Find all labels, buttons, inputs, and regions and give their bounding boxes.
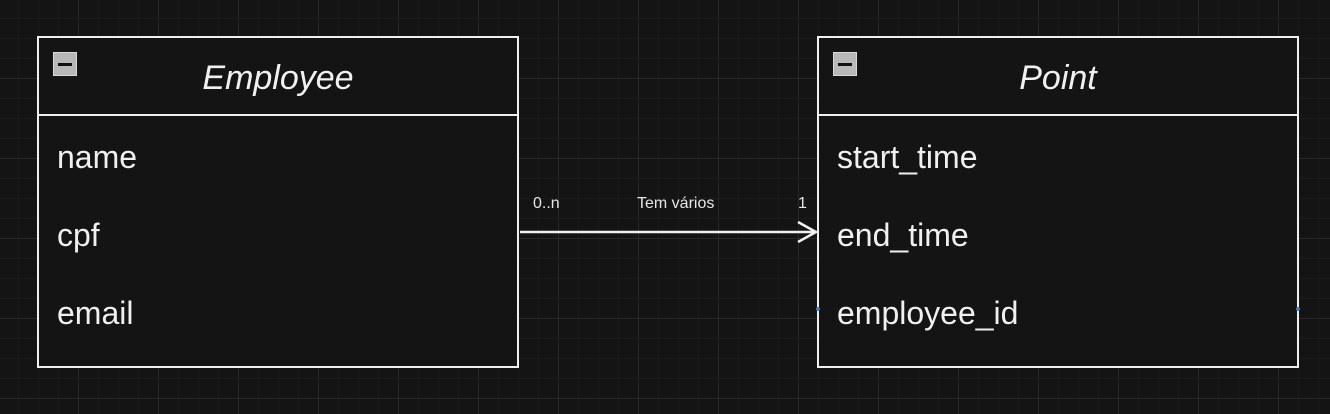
point-entity[interactable]: Point start_time end_time employee_id: [817, 36, 1299, 368]
attribute-name[interactable]: name: [57, 139, 138, 175]
attribute-cpf[interactable]: cpf: [57, 217, 100, 253]
point-entity-title: Point: [1019, 59, 1097, 97]
collapse-icon[interactable]: [833, 52, 857, 76]
employee-entity-header[interactable]: Employee: [39, 38, 517, 116]
connection-port-right[interactable]: [1296, 307, 1300, 311]
collapse-icon[interactable]: [53, 52, 77, 76]
point-entity-header[interactable]: Point: [819, 38, 1297, 116]
attribute-employee-id[interactable]: employee_id: [837, 295, 1019, 331]
attribute-end-time[interactable]: end_time: [837, 217, 969, 253]
employee-entity-title: Employee: [202, 59, 354, 97]
source-multiplicity-label: 0..n: [533, 195, 560, 212]
arrowhead-icon: [797, 220, 819, 244]
connection-port-left[interactable]: [816, 307, 820, 311]
relationship-label[interactable]: Tem vários: [637, 195, 715, 212]
target-multiplicity-label: 1: [798, 195, 807, 212]
attribute-email[interactable]: email: [57, 295, 134, 331]
employee-entity[interactable]: Employee name cpf email: [37, 36, 519, 368]
attribute-start-time[interactable]: start_time: [837, 139, 978, 175]
